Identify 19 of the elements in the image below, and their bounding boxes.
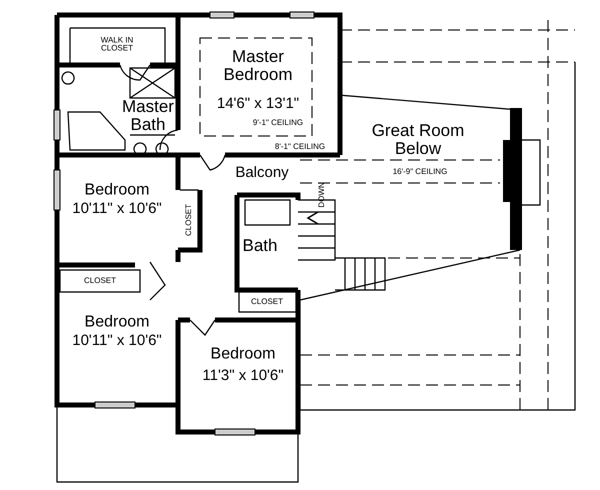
room-dimensions: 11'3" x 10'6" (202, 368, 284, 384)
room-name: Bedroom (210, 346, 276, 364)
room-dimensions: 14'6" x 13'1" (216, 96, 300, 112)
room-name: Master Bath (121, 98, 175, 134)
room-name: Bath (242, 237, 278, 255)
closet-label: CLOSET (184, 204, 194, 236)
closet-label: WALK IN CLOSET (100, 36, 134, 54)
room-name: Great Room Below (370, 122, 466, 158)
room-name: Balcony (235, 165, 289, 181)
ceiling-height-note: 8'-1" CEILING (274, 142, 326, 152)
room-dimensions: 10'11" x 10'6" (72, 201, 162, 217)
room-name: Bedroom (84, 314, 150, 332)
ceiling-height-note: 9'-1" CEILING (252, 118, 304, 128)
closet-label: CLOSET (251, 298, 283, 306)
ceiling-height-note: 16'-9" CEILING (392, 168, 448, 176)
room-name: Master Bedroom (222, 48, 294, 84)
closet-label: CLOSET (84, 276, 116, 286)
room-name: Bedroom (84, 182, 150, 200)
room-dimensions: 10'11" x 10'6" (72, 333, 162, 349)
